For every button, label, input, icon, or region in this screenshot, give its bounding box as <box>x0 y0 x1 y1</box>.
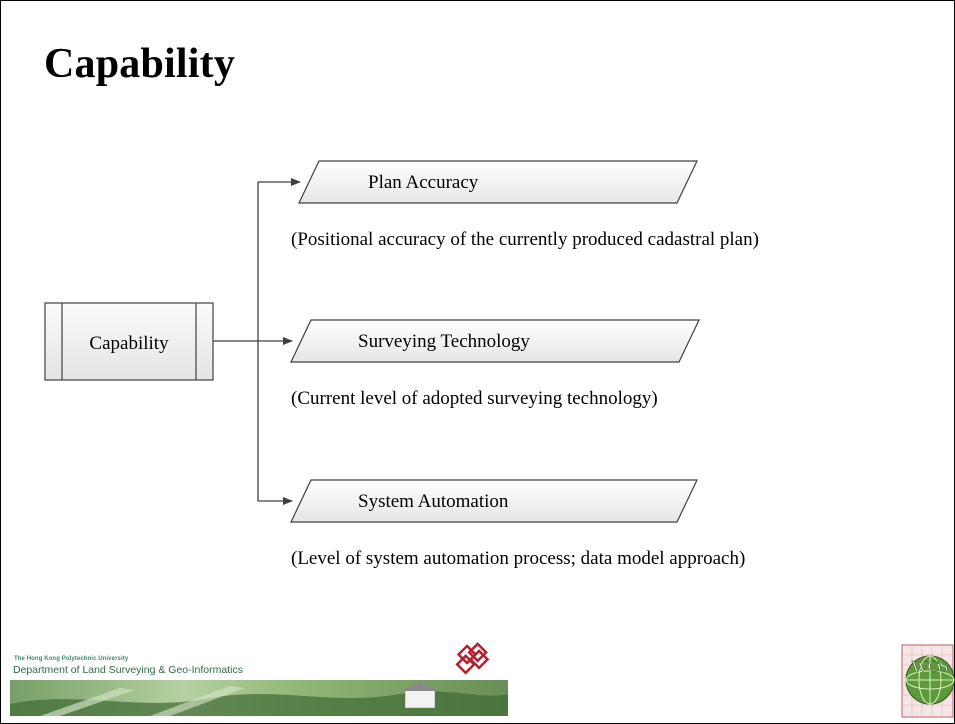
footer-department: Department of Land Surveying & Geo-Infor… <box>13 664 243 676</box>
wcs-logo-icon: WCS <box>901 644 955 718</box>
root-node-label: Capability <box>89 333 169 354</box>
branch-description: (Current level of adopted surveying tech… <box>291 388 658 409</box>
branch-label: Plan Accuracy <box>368 172 479 193</box>
root-node: Capability <box>44 302 214 381</box>
branch-description: (Positional accuracy of the currently pr… <box>291 229 759 250</box>
branch-surveying-technology: Surveying Technology (Current level of a… <box>290 319 700 409</box>
branch-label: System Automation <box>358 491 509 512</box>
branch-description: (Level of system automation process; dat… <box>291 548 745 569</box>
footer-banner <box>10 680 508 720</box>
connectors <box>213 178 301 505</box>
branch-plan-accuracy: Plan Accuracy (Positional accuracy of th… <box>291 160 759 250</box>
wcs-logo-text: WCS <box>912 657 949 676</box>
polyu-emblem-icon <box>455 642 490 675</box>
slide-title: Capability <box>44 41 236 87</box>
branch-system-automation: System Automation (Level of system autom… <box>290 479 745 569</box>
footer-university: The Hong Kong Polytechnic University <box>14 656 129 662</box>
branch-label: Surveying Technology <box>358 331 530 352</box>
